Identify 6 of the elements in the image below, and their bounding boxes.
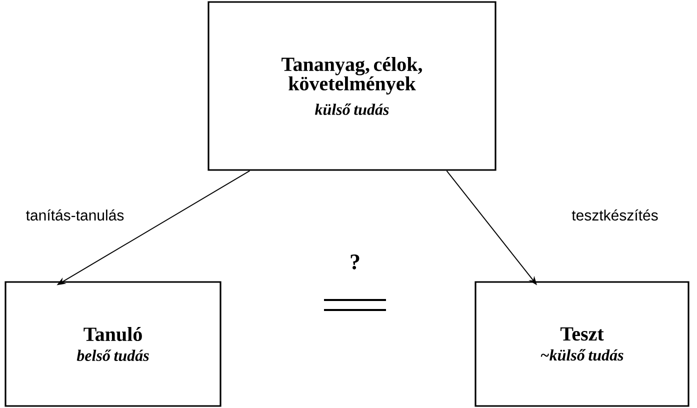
text-box: Tanuló belső tudás	[4, 281, 222, 407]
text-box: Teszt ~külső tudás	[474, 281, 690, 407]
edge-label: tanítás-tanulás	[26, 209, 124, 221]
text-box: Tananyag, célok, követelmények külső tudás	[208, 1, 496, 171]
question-mark: ?	[350, 254, 360, 270]
edge-label: tesztkészítés	[572, 209, 658, 221]
